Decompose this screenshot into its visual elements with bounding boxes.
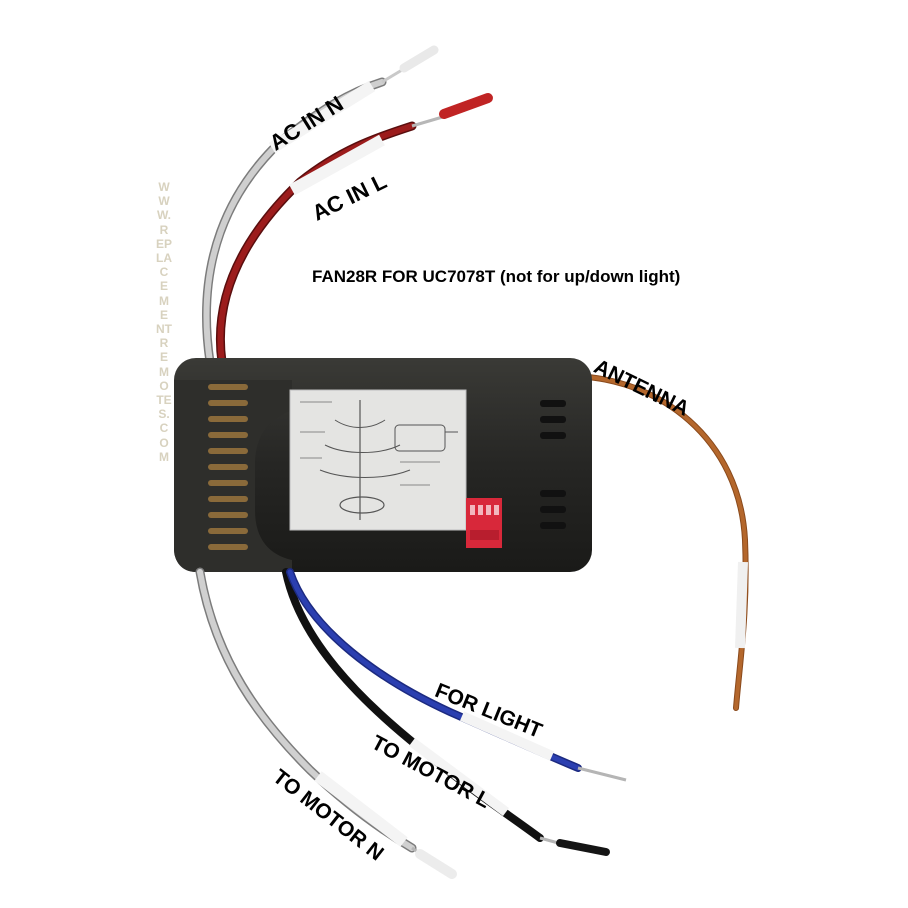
wire-ac-in-n — [202, 45, 439, 367]
wire-to-motor-l — [282, 568, 610, 856]
vent-slots-right — [540, 400, 566, 529]
wire-ac-in-l — [215, 93, 493, 367]
dip-switch — [466, 498, 502, 548]
wire-to-motor-n — [195, 567, 457, 879]
product-title: FAN28R FOR UC7078T (not for up/down ligh… — [312, 267, 681, 286]
wire-antenna — [565, 373, 749, 711]
wire-for-light — [286, 568, 627, 782]
wiring-diagram-label — [289, 389, 467, 531]
vent-slots-left — [208, 384, 248, 550]
fan-receiver-module — [174, 358, 592, 572]
vertical-watermark: WWW.REPLACEMENTREMOTES.COM — [156, 180, 173, 464]
